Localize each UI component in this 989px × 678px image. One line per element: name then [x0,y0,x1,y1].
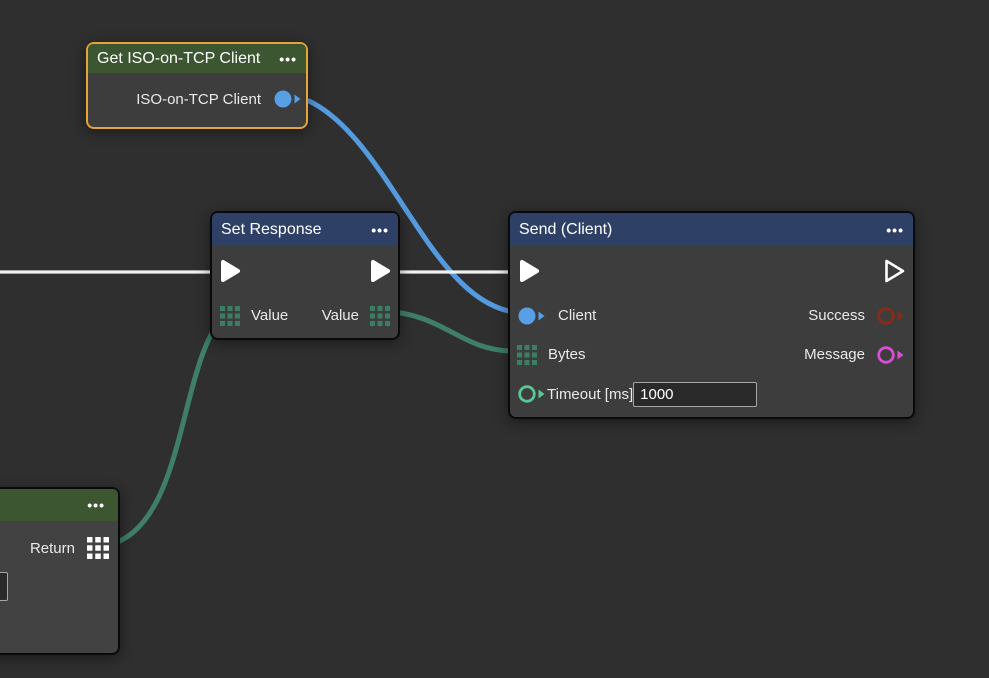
success-output-port-icon[interactable] [876,306,906,326]
node-menu-icon[interactable]: ••• [371,221,389,238]
node-title: Set Response [221,220,322,238]
bytes-input-label: Bytes [548,346,586,363]
return-value-input[interactable] [0,572,8,601]
node-header[interactable]: ••• [0,489,118,521]
value-output-port-icon[interactable] [370,305,390,326]
node-header[interactable]: Send (Client) ••• [510,213,913,246]
bytes-input-port-icon[interactable] [517,344,537,365]
value-output-label: Value [321,307,359,324]
flow-input-port-icon[interactable] [218,257,242,285]
value-input-label: Value [251,307,289,324]
node-title: Send (Client) [519,220,613,238]
timeout-value-input[interactable] [633,381,758,407]
client-output-label: ISO-on-TCP Client [136,90,261,108]
return-output-port-icon[interactable] [87,537,109,559]
flow-output-port-icon[interactable] [368,257,392,285]
node-return-partial[interactable]: ••• Return [0,487,120,655]
return-output-label: Return [29,539,75,557]
node-menu-icon[interactable]: ••• [87,497,105,513]
client-input-label: Client [558,307,597,324]
node-send-client[interactable]: Send (Client) ••• Client Success [508,211,915,419]
message-output-port-icon[interactable] [876,345,906,365]
node-menu-icon[interactable]: ••• [279,50,297,67]
flow-output-port-icon[interactable] [882,257,906,285]
message-output-label: Message [804,346,865,363]
node-menu-icon[interactable]: ••• [886,221,904,238]
edge-client-to-client[interactable] [306,98,517,315]
node-header[interactable]: Get ISO-on-TCP Client ••• [88,44,306,73]
flow-input-port-icon[interactable] [517,257,541,285]
client-input-port-icon[interactable] [517,306,547,326]
client-output-port-icon[interactable] [273,89,303,109]
timeout-input-port-icon[interactable] [517,384,547,404]
node-title: Get ISO-on-TCP Client [97,49,261,67]
success-output-label: Success [808,307,865,324]
timeout-input-label: Timeout [ms] [547,385,634,403]
node-header[interactable]: Set Response ••• [212,213,398,246]
value-input-port-icon[interactable] [220,305,240,326]
node-set-response[interactable]: Set Response ••• Value Value [210,211,400,340]
edge-return-to-value[interactable] [97,308,231,550]
node-get-iso-on-tcp-client[interactable]: Get ISO-on-TCP Client ••• ISO-on-TCP Cli… [86,42,308,129]
edge-value-to-bytes[interactable] [378,308,516,354]
